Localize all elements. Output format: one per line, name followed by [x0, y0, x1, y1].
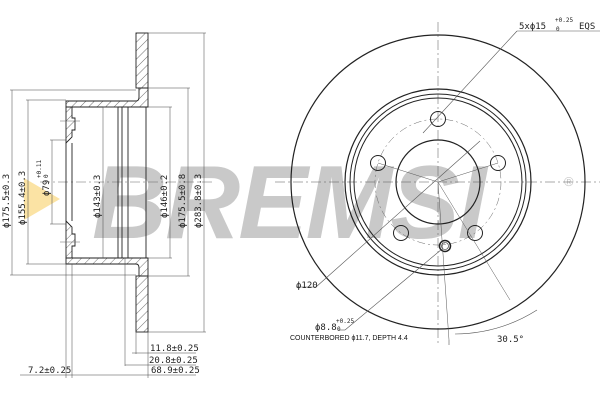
brand-logo: BREMSI	[92, 145, 489, 261]
dim-l20-8: 20.8±0.25	[149, 356, 198, 366]
dim-d146: ϕ146±0.2	[160, 175, 170, 218]
bolt-hole	[430, 111, 446, 127]
dim-bolt-holes: 5xϕ15	[519, 22, 546, 32]
dim-l68-9: 68.9±0.25	[151, 366, 200, 376]
locator-hole	[438, 239, 452, 253]
counterbore-note: COUNTERBORED ϕ11.7, DEPTH 4.4	[290, 335, 408, 342]
front-dimensions: 5xϕ15 +0.25 0 EQS ϕ120 ϕ8.8 +0.25 0 COUN…	[290, 17, 595, 345]
dim-bolt-holes-eqs: EQS	[579, 22, 595, 32]
dim-d143: ϕ143±0.3	[93, 175, 103, 218]
dim-d175-5: ϕ175.5±0.8	[178, 174, 188, 228]
dim-d79: ϕ79	[42, 180, 52, 196]
section-dimensions: ϕ175.5±0.3 ϕ155.4±0.3 ϕ79 +0.11 0 ϕ143±0…	[2, 160, 204, 376]
dim-locator-tol-upper: +0.25	[336, 318, 354, 325]
dim-angle: 30.5°	[497, 335, 524, 345]
accent-triangle-icon	[24, 178, 60, 220]
bolt-hole	[370, 155, 386, 171]
dim-pcd: ϕ120	[296, 281, 318, 291]
brand-watermark: BREMSI ®	[24, 145, 574, 261]
bolt-hole	[393, 225, 409, 241]
dim-d155-4: ϕ155.4±0.3	[18, 171, 28, 225]
bolt-hole	[490, 155, 506, 171]
dim-bolt-holes-tol-lower: 0	[556, 26, 560, 33]
bolt-hole	[467, 225, 483, 241]
dim-bolt-holes-tol-upper: +0.25	[555, 17, 573, 24]
dim-l7-2: 7.2±0.25	[28, 366, 71, 376]
dim-locator-tol-lower: 0	[337, 326, 341, 333]
dim-d175-5-outer: ϕ175.5±0.3	[2, 174, 12, 228]
dim-d79-tol-upper: +0.11	[36, 160, 43, 178]
front-view	[275, 22, 600, 345]
dim-d283-8: ϕ283.8±0.3	[194, 174, 204, 228]
section-view	[10, 32, 215, 378]
dim-l11-8: 11.8±0.25	[150, 344, 199, 354]
dim-locator-hole: ϕ8.8	[315, 323, 337, 333]
registered-mark: ®	[564, 174, 574, 189]
dim-d79-tol-lower: 0	[43, 174, 50, 178]
